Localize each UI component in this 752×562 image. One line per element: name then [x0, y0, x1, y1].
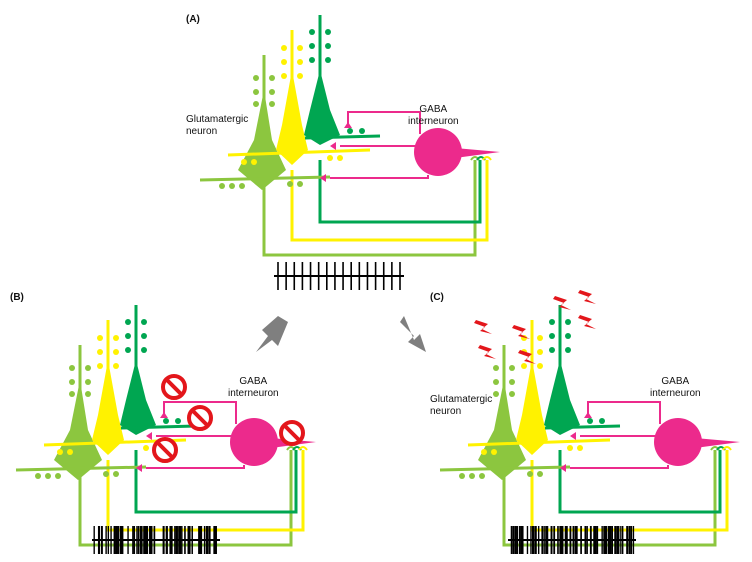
spike-train-c [508, 526, 636, 554]
gaba-label-a-line2: interneuron [408, 116, 459, 127]
gaba-label-c: GABA interneuron [650, 376, 701, 400]
gaba-label-c-line2: interneuron [650, 388, 701, 399]
gaba-label-c-line1: GABA [661, 376, 690, 387]
glutamatergic-label-c-line2: neuron [430, 406, 462, 417]
glutamatergic-label-a-line2: neuron [186, 126, 218, 137]
gray-arrow-icon [400, 316, 426, 352]
gray-arrow-icon [256, 316, 288, 352]
glutamatergic-label-a: Glutamatergic neuron [186, 114, 248, 138]
glutamatergic-label-a-line1: Glutamatergic [186, 114, 249, 125]
gaba-label-b-line2: interneuron [228, 388, 279, 399]
spike-train-b [92, 526, 220, 554]
glutamatergic-label-c-line1: Glutamatergic [430, 394, 493, 405]
spike-train-a [274, 262, 404, 290]
lightning-bolt-icon [474, 290, 596, 364]
panel-b [14, 303, 318, 554]
gaba-label-b: GABA interneuron [228, 376, 279, 400]
panel-c-tag: (C) [430, 292, 444, 303]
glutamatergic-label-c: Glutamatergic neuron [430, 394, 492, 418]
panel-a-tag: (A) [186, 14, 200, 25]
panel-a [198, 13, 502, 290]
panel-b-tag: (B) [10, 292, 24, 303]
gaba-label-a-line1: GABA [419, 104, 448, 115]
gaba-label-b-line1: GABA [239, 376, 268, 387]
panel-c [438, 290, 742, 554]
gaba-label-a: GABA interneuron [408, 104, 459, 128]
